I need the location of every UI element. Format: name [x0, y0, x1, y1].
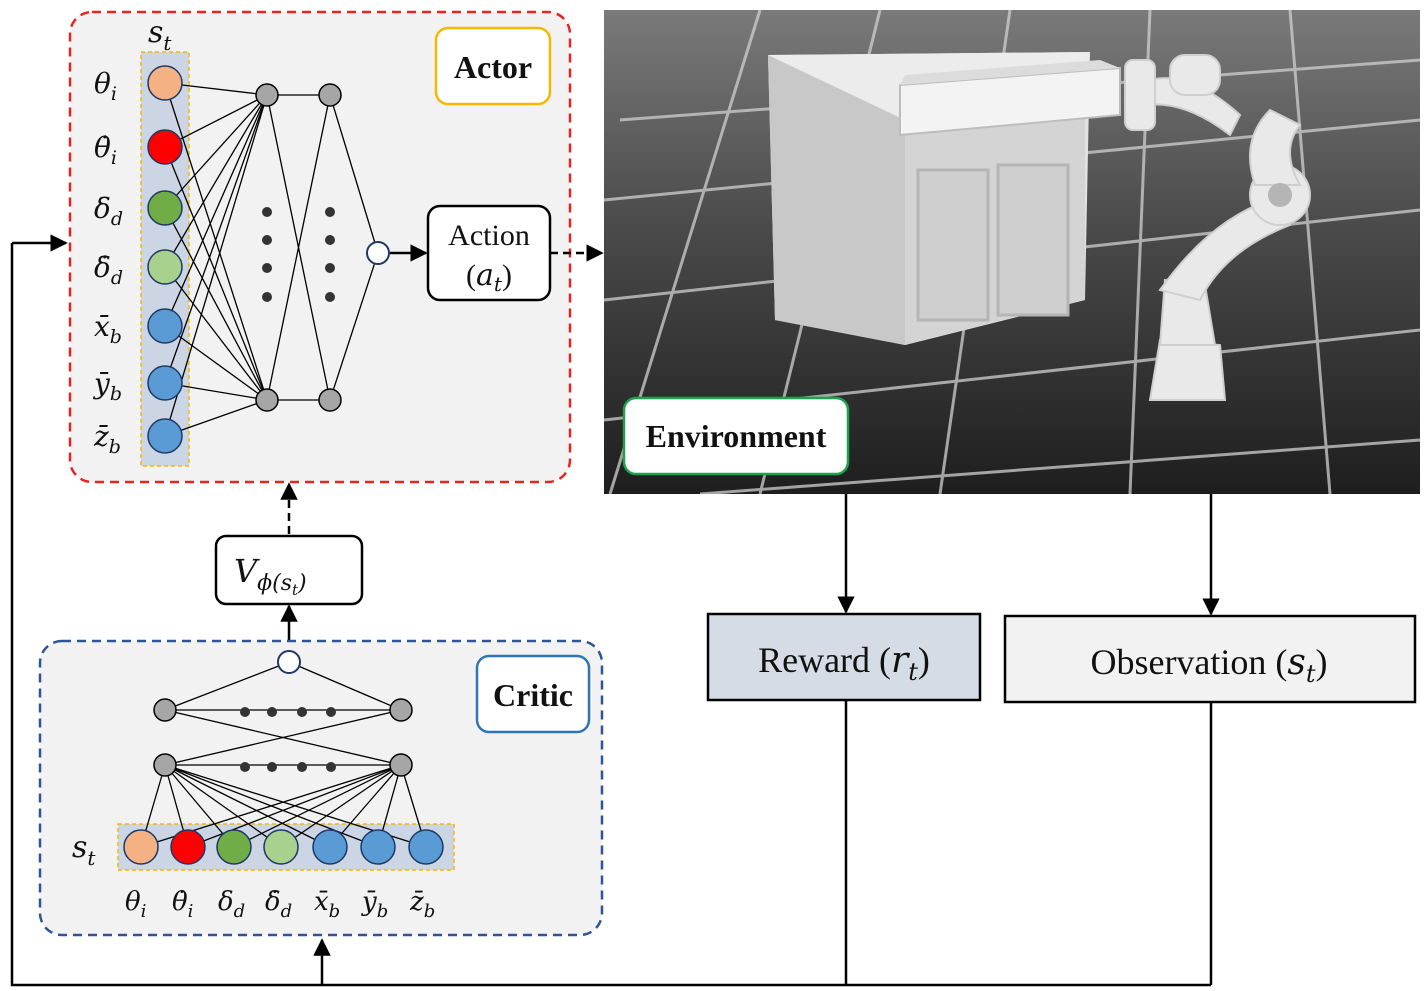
- critic-hidden-neuron: [389, 753, 413, 777]
- value-box: [214, 534, 364, 606]
- critic-hidden-neuron: [389, 698, 413, 722]
- actor-title: Actor: [454, 49, 532, 85]
- critic-input-label: δ̇d: [265, 887, 292, 922]
- observation-box: [1003, 614, 1417, 704]
- actor-input-label: z̄b: [93, 420, 121, 458]
- actor-hidden-neuron: [255, 388, 279, 412]
- critic-hidden-neuron: [153, 753, 177, 777]
- actor-hidden-neuron: [318, 388, 342, 412]
- reward-box: [706, 612, 982, 702]
- actor-input-neuron: [147, 308, 183, 344]
- critic-hidden-neuron: [153, 698, 177, 722]
- critic-inputs: [123, 829, 444, 865]
- critic-state-label: st: [72, 830, 96, 870]
- actor-panel: [68, 10, 572, 484]
- actor-input-label: x̄b: [94, 310, 122, 348]
- actor-input-neuron: [147, 249, 183, 285]
- critic-input-label: x̄b: [314, 887, 340, 922]
- observation-label: Observation (st): [1090, 642, 1327, 688]
- feedback-loop: [10, 234, 1213, 987]
- actor-hidden-layers: [255, 83, 390, 412]
- actor-input-neuron: [147, 418, 183, 454]
- critic-neurons: [153, 650, 413, 777]
- actor-input-label: ȳb: [92, 367, 122, 405]
- reward-label: Reward (rt): [758, 640, 930, 686]
- critic-input-neuron: [312, 829, 348, 865]
- critic-input-label: z̄b: [409, 887, 435, 922]
- actor-input-label: θ̇i: [94, 131, 117, 169]
- critic-title-box: [475, 654, 591, 734]
- critic-input-labels: θi θ̇i δd δ̇d x̄b ȳb z̄b: [125, 887, 435, 922]
- critic-hidden-layers: [164, 661, 402, 766]
- critic-output-neuron: [277, 650, 301, 674]
- critic-input-label: δd: [218, 887, 245, 922]
- critic-input-neuron: [263, 829, 299, 865]
- actor-hidden-neuron: [318, 83, 342, 107]
- critic-title: Critic: [493, 677, 573, 713]
- environment-title-box: [622, 396, 850, 476]
- actor-input-neuron: [147, 365, 183, 401]
- critic-connections: [140, 764, 427, 848]
- actor-input-neuron: [147, 65, 183, 101]
- critic-input-label: θ̇i: [172, 887, 193, 922]
- action-symbol: (at): [466, 258, 512, 296]
- actor-output-neuron: [366, 241, 390, 265]
- actor-title-box: [434, 26, 552, 106]
- environment-render: [604, 10, 1420, 494]
- critic-input-label: ȳb: [361, 887, 388, 922]
- actor-input-neuron: [147, 129, 183, 165]
- actor-input-label: δ̇d: [94, 251, 123, 289]
- action-label: Action: [448, 219, 530, 252]
- critic-input-neuron: [360, 829, 396, 865]
- critic-input-label: θi: [125, 887, 146, 922]
- critic-input-neuron: [216, 829, 252, 865]
- actor-hidden-neuron: [255, 83, 279, 107]
- actor-input-labels: θi θ̇i δd δ̇d x̄b ȳb z̄b: [92, 67, 123, 458]
- critic-input-neuron: [170, 829, 206, 865]
- actor-input-neuron: [147, 190, 183, 226]
- critic-input-neuron: [408, 829, 444, 865]
- environment-title: Environment: [646, 418, 827, 454]
- critic-input-neuron: [123, 829, 159, 865]
- actor-state-label: st: [148, 15, 172, 55]
- actor-input-label: δd: [94, 192, 123, 230]
- actor-inputs: [147, 65, 183, 454]
- actor-input-label: θi: [94, 67, 117, 105]
